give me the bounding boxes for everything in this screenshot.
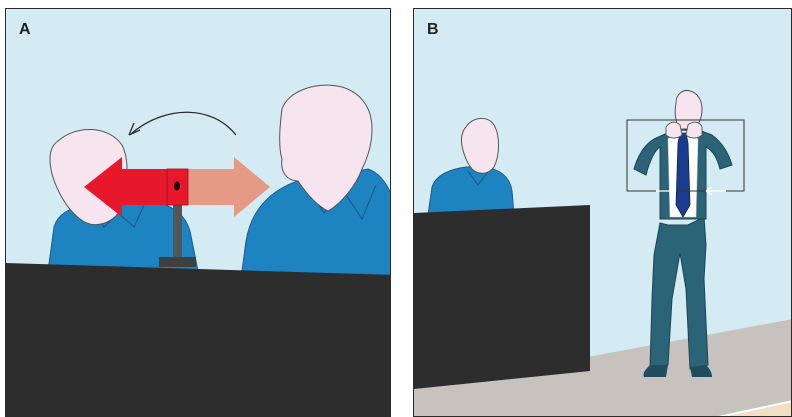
panel-a: A (5, 8, 391, 417)
panel-label-a: A (19, 21, 31, 39)
pointer-pole (173, 199, 182, 261)
left-hand (666, 122, 682, 138)
desk (6, 263, 391, 417)
panel-b: B (413, 8, 792, 417)
panel-a-illustration (6, 9, 391, 417)
panel-label-b: B (427, 21, 439, 39)
panel-b-illustration (414, 9, 792, 417)
standing-person-tie (676, 133, 690, 217)
right-hand (686, 122, 702, 138)
pointer-pivot-dot (174, 182, 180, 191)
desk (414, 205, 590, 389)
pointer-base (159, 257, 196, 267)
